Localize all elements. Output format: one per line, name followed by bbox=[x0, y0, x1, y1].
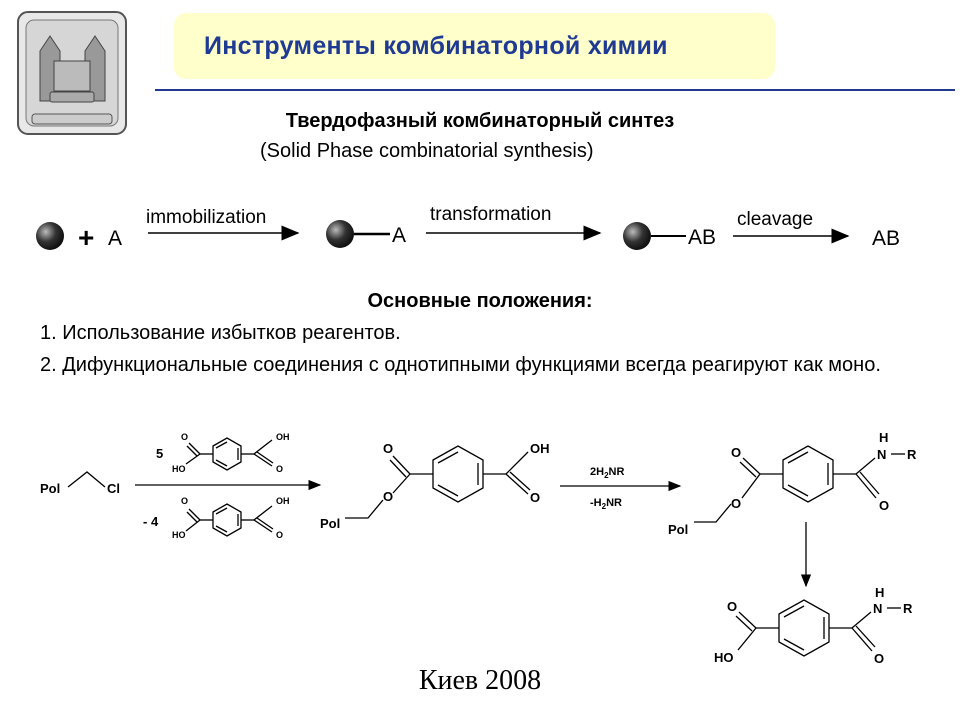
small-acid-bottom-oh: OH bbox=[276, 496, 290, 506]
ester-carbonyl-o: O bbox=[383, 441, 393, 456]
reagent-a: A bbox=[108, 227, 122, 250]
principles-heading: Основные положения: bbox=[367, 290, 593, 312]
solid-phase-scheme: + A immobilization A transformation AB c… bbox=[36, 204, 900, 253]
small-acid-bottom-o2: O bbox=[276, 530, 283, 540]
header-divider bbox=[155, 89, 955, 91]
amide-on-resin-structure bbox=[694, 445, 905, 523]
principle-1: 1. Использование избытков реагентов. bbox=[40, 322, 401, 344]
intermediate-pol: Pol bbox=[320, 516, 340, 531]
small-acid-bottom-ho: HO bbox=[172, 530, 186, 540]
small-acid-top bbox=[185, 437, 274, 471]
final-amide-carbonyl-o: O bbox=[874, 651, 884, 666]
product-ab: AB bbox=[872, 227, 900, 250]
plus-sign: + bbox=[78, 222, 94, 253]
final-amide-r: R bbox=[903, 601, 913, 616]
cleavage-label: cleavage bbox=[737, 209, 813, 230]
pol-label: Pol bbox=[40, 481, 60, 496]
bound-a: A bbox=[392, 224, 406, 247]
footer-city-year: Киев 2008 bbox=[418, 665, 542, 696]
resin-bead-2 bbox=[326, 220, 354, 248]
university-seal-logo bbox=[17, 11, 127, 135]
final-amide-h: H bbox=[875, 585, 884, 600]
amide-ester-carbonyl-o: O bbox=[731, 445, 741, 460]
page-title: Инструменты комбинаторной химии bbox=[204, 31, 668, 60]
bound-ab: AB bbox=[688, 226, 716, 249]
transformation-label: transformation bbox=[430, 204, 551, 225]
small-acid-bottom bbox=[185, 503, 274, 537]
acid-oh: OH bbox=[530, 441, 550, 456]
final-product-structure bbox=[735, 599, 901, 657]
amide-pol: Pol bbox=[668, 522, 688, 537]
amine-reagent: 2H2NR bbox=[590, 466, 624, 480]
resin-bead-1 bbox=[36, 222, 64, 250]
chloride-bonds bbox=[67, 471, 106, 488]
final-acid-ho: HO bbox=[714, 650, 734, 665]
amide-ester-o: O bbox=[731, 496, 741, 511]
small-acid-bottom-o1: O bbox=[181, 496, 188, 506]
small-acid-top-o1: O bbox=[181, 432, 188, 442]
ester-o: O bbox=[383, 489, 393, 504]
coefficient-5: 5 bbox=[156, 446, 163, 461]
immobilization-label: immobilization bbox=[146, 207, 266, 228]
acid-carbonyl-o: O bbox=[530, 490, 540, 505]
principle-2: 2. Дифункциональные соединения с однотип… bbox=[40, 354, 881, 376]
resin-bead-3 bbox=[623, 222, 651, 250]
small-acid-top-oh: OH bbox=[276, 432, 290, 442]
subtitle-english: (Solid Phase combinatorial synthesis) bbox=[260, 140, 594, 162]
cl-label: Cl bbox=[107, 481, 120, 496]
amide-r: R bbox=[907, 447, 917, 462]
amide-h: H bbox=[879, 430, 888, 445]
subtitle-russian: Твердофазный комбинаторный синтез bbox=[285, 110, 675, 132]
amine-byproduct: -H2NR bbox=[590, 497, 622, 511]
small-acid-top-ho: HO bbox=[172, 464, 186, 474]
small-acid-top-o2: O bbox=[276, 464, 283, 474]
coefficient-minus-4: - 4 bbox=[143, 514, 159, 529]
final-acid-carbonyl-o: O bbox=[727, 599, 737, 614]
amide-carbonyl-o: O bbox=[879, 498, 889, 513]
amide-n: N bbox=[877, 447, 886, 462]
final-amide-n: N bbox=[873, 601, 882, 616]
intermediate-structure bbox=[345, 445, 531, 519]
title-banner: Инструменты комбинаторной химии bbox=[174, 13, 775, 79]
